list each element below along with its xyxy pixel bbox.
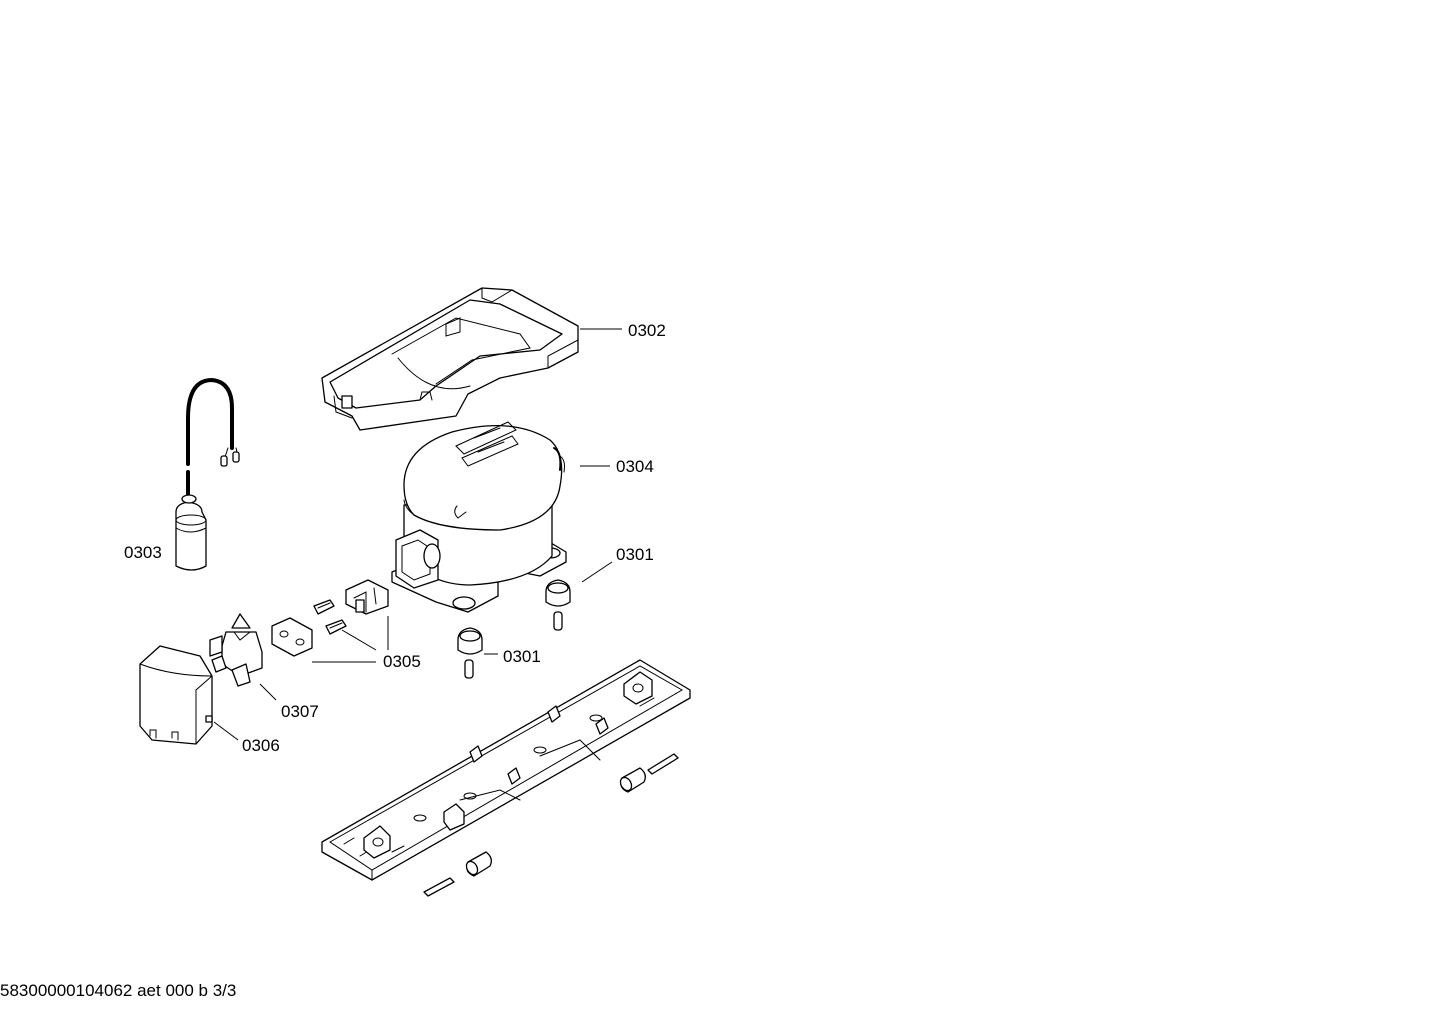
mounting-rail-part: [321, 659, 691, 881]
capacitor-part: [175, 377, 240, 571]
callout-relay-cover: 0306: [242, 736, 280, 755]
compressor-part: [391, 421, 567, 613]
callout-compressor: 0304: [616, 457, 654, 476]
rail-spacer-right-part: [619, 753, 679, 793]
relay-part: [209, 613, 263, 687]
rail-spacer-left-part: [423, 851, 492, 897]
callout-grommet-right: 0301: [616, 545, 654, 564]
callout-capacitor: 0303: [124, 543, 162, 562]
grommet-left-part: [457, 627, 483, 679]
document-code: 58300000104062 aet 000 b 3/3: [0, 981, 237, 1000]
leader-lines: [213, 328, 622, 741]
callout-relay: 0307: [281, 702, 319, 721]
relay-cover-part: [139, 645, 213, 745]
callout-clip-screws: 0305: [383, 652, 421, 671]
callout-grommet-left: 0301: [503, 647, 541, 666]
clip-screws-part: [271, 579, 389, 657]
grommet-right-part: [545, 579, 571, 631]
cover-tray-part: [321, 287, 579, 431]
callout-cover-tray: 0302: [628, 321, 666, 340]
